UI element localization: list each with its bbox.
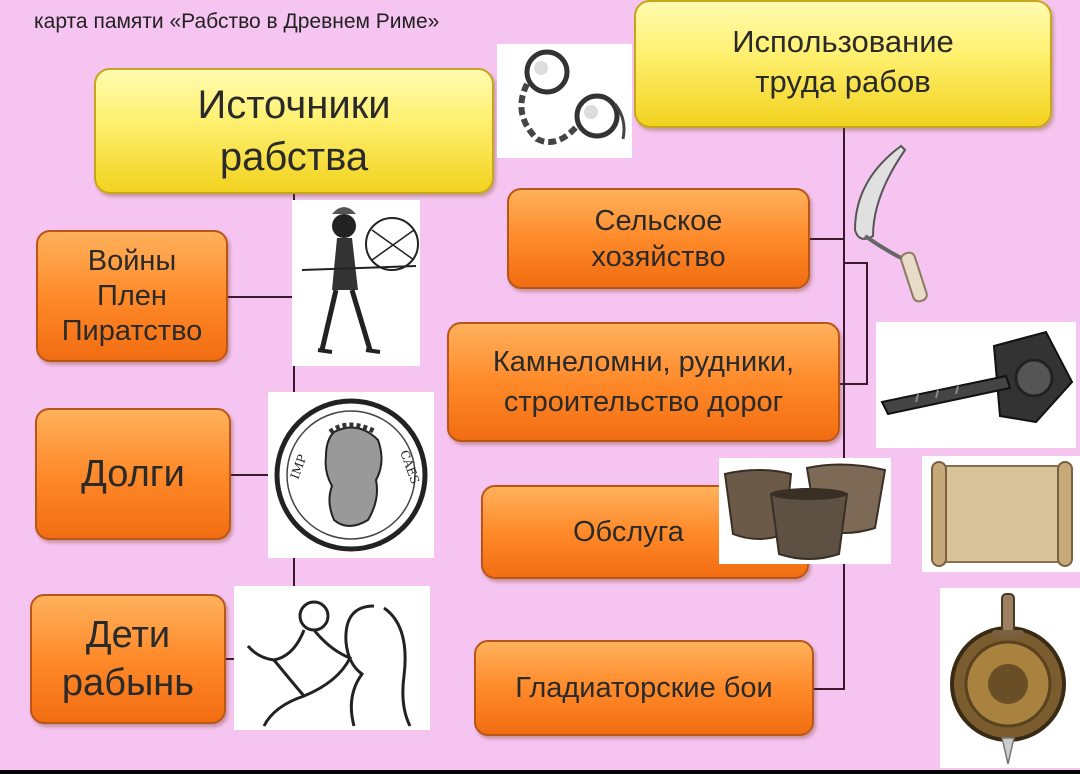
usage-label-gladiators: Гладиаторские бои	[515, 672, 772, 705]
connector-gladiators	[812, 688, 845, 690]
hammer-icon	[876, 322, 1076, 448]
pottery-icon	[719, 458, 891, 564]
usage-box-agriculture: Сельское хозяйство	[507, 188, 810, 289]
sources-title-box: Источники рабства	[94, 68, 494, 194]
bottom-edge	[0, 770, 1080, 774]
source-box-debts: Долги	[35, 408, 231, 540]
source-box-children: Дети рабынь	[30, 594, 226, 724]
scroll-icon	[922, 456, 1080, 572]
shield-sword-icon	[940, 588, 1080, 768]
shackles-icon	[497, 44, 632, 158]
source-label-wars: Войны Плен Пиратство	[62, 244, 203, 349]
usage-label-service: Обслуга	[573, 516, 684, 549]
usage-title: Использование труда рабов	[732, 22, 954, 102]
connector-wars	[226, 296, 294, 298]
usage-label-quarries: Камнеломни, рудники, строительство дорог	[493, 342, 794, 422]
sickle-icon	[845, 140, 941, 308]
connector-agriculture	[808, 238, 843, 240]
source-label-children: Дети рабынь	[62, 611, 194, 707]
source-label-debts: Долги	[81, 453, 185, 496]
source-box-wars: Войны Плен Пиратство	[36, 230, 228, 362]
map-caption: карта памяти «Рабство в Древнем Риме»	[34, 10, 439, 34]
mother-child-icon	[234, 586, 430, 730]
usage-title-box: Использование труда рабов	[634, 0, 1052, 128]
warrior-icon	[292, 200, 420, 366]
usage-box-gladiators: Гладиаторские бои	[474, 640, 814, 736]
usage-box-quarries: Камнеломни, рудники, строительство дорог	[447, 322, 840, 442]
caesar-coin-icon: IMP CAES	[268, 392, 434, 558]
connector-quarries	[838, 383, 868, 385]
sources-title: Источники рабства	[197, 79, 390, 183]
usage-label-agriculture: Сельское хозяйство	[591, 203, 725, 275]
